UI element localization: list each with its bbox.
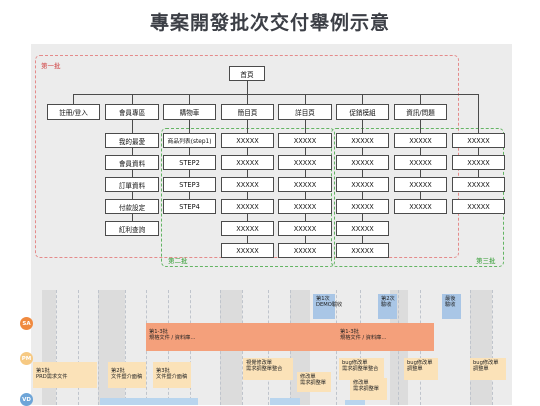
sitemap-detail-item: XXXXX [278, 243, 332, 258]
sitemap-brief-item: XXXXX [221, 243, 274, 258]
connector [132, 94, 133, 104]
sitemap-promo-module: 促銷模組 [336, 104, 389, 120]
sitemap-member-payment: 付款設定 [105, 199, 159, 214]
timeline-gridline [98, 290, 100, 405]
sitemap-cart-step1: 商品列表(step1) [163, 133, 216, 148]
pm-bar: 修改單 需求調整單 [297, 372, 331, 392]
sitemap-brief-item: XXXXX [221, 155, 274, 170]
sitemap-member-orders: 訂單資料 [105, 177, 159, 192]
pm-bar: bug修改單 調整單 [404, 358, 438, 380]
sitemap-cart: 購物車 [163, 104, 216, 120]
timeline-gridline [470, 290, 472, 405]
sitemap-extra-item: XXXXX [452, 133, 505, 148]
sitemap-detail-item: XXXXX [278, 133, 332, 148]
sitemap-info-item: XXXXX [394, 177, 447, 192]
sitemap-brief-item: XXXXX [221, 199, 274, 214]
sitemap-info-faq: 資訊/問題 [394, 104, 447, 120]
timeline-gridline [492, 290, 494, 405]
pm-bar: bug修改單 需求調整單整合 [339, 358, 384, 380]
sitemap-promo-item: XXXXX [336, 155, 389, 170]
pm-bar: 視覺修改單 需求調整單整合 [243, 358, 293, 380]
sitemap-info-item: XXXXX [394, 199, 447, 214]
timeline-gridline [56, 290, 58, 405]
sitemap-brief-page: 簡目頁 [221, 104, 274, 120]
milestone-final-acceptance: 最後 驗收 [442, 294, 461, 319]
batch-2-label: 第二批 [168, 257, 188, 265]
connector [247, 94, 248, 104]
connector [189, 94, 190, 104]
pm-bar: 修改單 需求調整單 [350, 378, 387, 400]
sitemap-info-item: XXXXX [394, 133, 447, 148]
sitemap-promo-item: XXXXX [336, 133, 389, 148]
sitemap-home: 首頁 [229, 66, 265, 81]
sitemap-member-favorites: 我的最愛 [105, 133, 159, 148]
sitemap-detail-item: XXXXX [278, 155, 332, 170]
sitemap-brief-item: XXXXX [221, 177, 274, 192]
sitemap-extra-item: XXXXX [452, 155, 505, 170]
sitemap-promo-item: XXXXX [336, 221, 389, 236]
sitemap-detail-item: XXXXX [278, 199, 332, 214]
sitemap-member-area: 會員專區 [105, 104, 159, 120]
sitemap-extra-item: XXXXX [452, 177, 505, 192]
connector [420, 94, 478, 95]
batch-2-region [161, 128, 335, 267]
role-vd-marker: VD [20, 393, 33, 406]
connector [420, 94, 421, 104]
pm-bar: 第2批 文件暨介面稿 [108, 362, 146, 388]
sa-spec-bar: 第1-3批 規格文件 / 資料庫… [337, 323, 434, 351]
sitemap-extra-item: XXXXX [452, 199, 505, 214]
page-title: 專案開發批次交付舉例示意 [149, 11, 390, 34]
sitemap-promo-item: XXXXX [336, 177, 389, 192]
connector [73, 94, 420, 95]
batch-3-region [331, 128, 504, 267]
connector [132, 120, 133, 230]
sitemap-cart-step4: STEP4 [163, 199, 216, 214]
batch-3-label: 第三批 [476, 257, 496, 265]
sitemap-detail-item: XXXXX [278, 177, 332, 192]
sitemap-register-login: 註冊/登入 [47, 104, 100, 120]
sitemap-member-profile: 會員資料 [105, 155, 159, 170]
connector [362, 94, 363, 104]
sitemap-brief-item: XXXXX [221, 221, 274, 236]
milestone-acceptance-2: 第2次 驗收 [378, 294, 397, 319]
sitemap-cart-step2: STEP2 [163, 155, 216, 170]
sa-spec-bar: 第1-3批 規格文件 / 資料庫… [146, 323, 337, 351]
timeline-gridline [78, 290, 80, 405]
timeline-gridline [125, 290, 127, 405]
vd-bar [270, 398, 300, 405]
timeline-stripe [470, 290, 492, 405]
sitemap-cart-step3: STEP3 [163, 177, 216, 192]
pm-bar: 第3批 文件暨介面稿 [153, 362, 191, 388]
milestone-demo-1: 第1次 DEMO驗收 [313, 294, 342, 319]
sitemap-promo-item: XXXXX [336, 243, 389, 258]
pm-bar: bug修改單 調整單 [470, 358, 506, 380]
sitemap-promo-item: XXXXX [336, 199, 389, 214]
connector [247, 81, 248, 94]
batch-1-label: 第一批 [41, 62, 61, 70]
sitemap-info-item: XXXXX [394, 155, 447, 170]
vd-bar [100, 398, 198, 405]
role-pm-marker: PM [20, 352, 33, 365]
role-sa-marker: SA [20, 317, 33, 330]
connector [73, 94, 74, 104]
sitemap-detail-page: 詳目頁 [278, 104, 332, 120]
sitemap-member-bonus: 紅利查詢 [105, 221, 159, 236]
sitemap-detail-item: XXXXX [278, 221, 332, 236]
pm-bar: 第1批 PRD需求文件 [33, 362, 97, 388]
vd-bar [345, 400, 365, 405]
connector [305, 94, 306, 104]
sitemap-brief-item: XXXXX [221, 133, 274, 148]
